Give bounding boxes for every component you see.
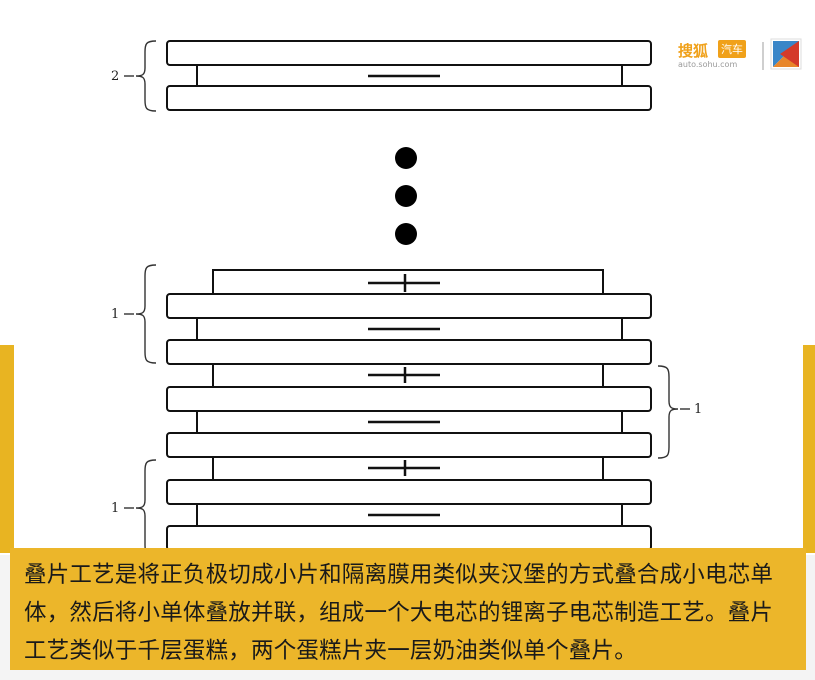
lamination-stack-diagram: 2 1 1 1 (111, 40, 702, 555)
watermark-badge: 汽车 (718, 40, 746, 58)
group-label: 1 (111, 501, 119, 516)
ellipsis-dot (395, 223, 417, 245)
ellipsis-dot (395, 147, 417, 169)
electrode-plate (166, 386, 652, 412)
electrode-plate (166, 85, 652, 111)
caption-box: 叠片工艺是将正负极切成小片和隔离膜用类似夹汉堡的方式叠合成小电芯单体，然后将小单… (10, 548, 806, 670)
electrode-plate (166, 432, 652, 458)
gold-border-left (0, 345, 14, 553)
bracket-group-1c (135, 459, 157, 555)
electrode-plate (166, 339, 652, 365)
bracket-group-1b (657, 365, 679, 459)
watermark-brand: 搜狐 (678, 42, 709, 60)
electrode-plate (166, 525, 652, 551)
watermark-url: auto.sohu.com (678, 60, 738, 69)
group-label: 1 (694, 402, 702, 417)
gold-border-right (803, 345, 815, 553)
sohu-auto-watermark: 搜狐 汽车 auto.sohu.com (678, 38, 808, 78)
group-label: 1 (111, 307, 119, 322)
sohu-logo-icon (770, 38, 802, 70)
watermark-divider (762, 42, 764, 70)
ellipsis-dot (395, 185, 417, 207)
group-label: 2 (111, 69, 119, 84)
electrode-plate (166, 293, 652, 319)
electrode-plate (166, 479, 652, 505)
electrode-plate (166, 40, 652, 66)
bracket-group-1a (135, 264, 157, 364)
bracket-group-2 (135, 40, 157, 112)
caption-text: 叠片工艺是将正负极切成小片和隔离膜用类似夹汉堡的方式叠合成小电芯单体，然后将小单… (24, 562, 774, 664)
